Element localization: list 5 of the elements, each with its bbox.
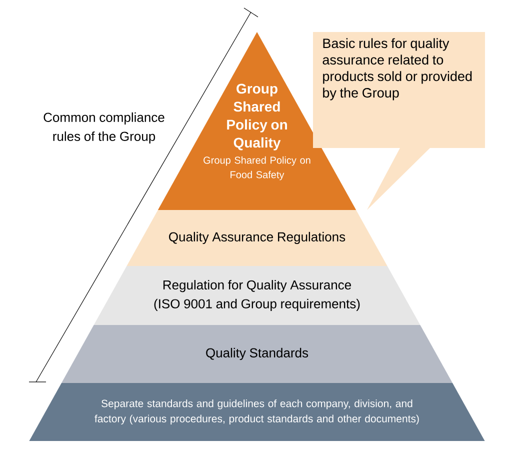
pyramid-tier: Quality Assurance Regulations [126, 210, 388, 266]
callout-bubble: Basic rules for quality assurance related to products sold or provided by the Group [313, 32, 485, 210]
pyramid-tier: Separate standards and guidelines of each company, division, and factory (various procedures, product standards and other documents) [29, 382, 485, 441]
pyramid-tier: Quality Standards [62, 324, 452, 383]
pyramid-tier: Regulation for Quality Assurance (ISO 9001 and Group requirements) [94, 266, 420, 325]
